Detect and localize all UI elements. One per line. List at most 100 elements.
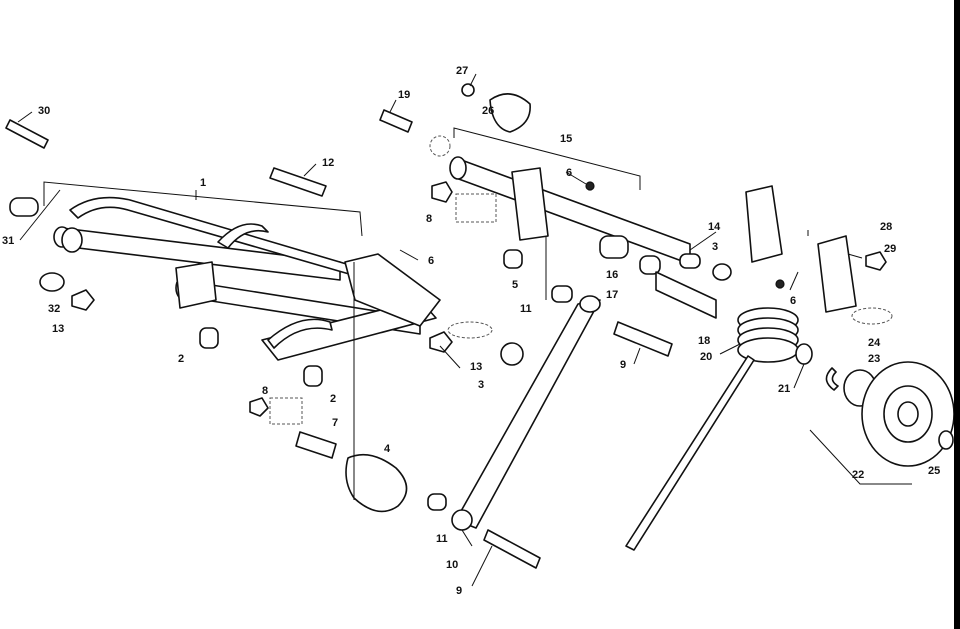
gear-ghost bbox=[429, 135, 451, 157]
rear-arm-assembly bbox=[379, 83, 785, 569]
cap-26 bbox=[489, 93, 531, 133]
leader-9-lower bbox=[471, 545, 493, 587]
callout-27: 27 bbox=[456, 65, 468, 77]
callout-6-left: 6 bbox=[428, 255, 434, 267]
clip-24 bbox=[825, 367, 839, 391]
arm-flange-plate bbox=[175, 261, 217, 309]
callout-9-lower: 9 bbox=[456, 585, 462, 597]
bolt-19 bbox=[379, 109, 413, 133]
callout-8-upper: 8 bbox=[426, 213, 432, 225]
callout-25: 25 bbox=[928, 465, 940, 477]
bracket-1 bbox=[43, 181, 363, 237]
leader-27 bbox=[469, 73, 477, 87]
callout-3-right: 3 bbox=[712, 241, 718, 253]
bracket-22 bbox=[809, 429, 912, 485]
fitting-6-right bbox=[775, 279, 785, 289]
callout-10: 10 bbox=[446, 559, 458, 571]
bracket-28-upper bbox=[745, 185, 783, 263]
callout-19: 19 bbox=[398, 89, 410, 101]
callout-30: 30 bbox=[38, 105, 50, 117]
link-arm-bottom-eye bbox=[451, 509, 473, 531]
bolt-29 bbox=[865, 251, 887, 271]
callout-labels: 1 2 2 3 3 4 5 6 6 6 7 8 8 9 9 10 11 11 1… bbox=[2, 65, 940, 597]
sleeve-7 bbox=[295, 431, 337, 459]
bushing-3-left bbox=[500, 342, 524, 366]
callout-11-upper: 11 bbox=[520, 303, 532, 315]
leader-6-right bbox=[789, 271, 799, 291]
fitting-6-upper bbox=[585, 181, 595, 191]
callout-5: 5 bbox=[512, 279, 518, 291]
washer-32 bbox=[39, 272, 65, 292]
spacer-21 bbox=[795, 343, 813, 365]
leader-6-upper bbox=[565, 171, 587, 185]
callout-2-upper: 2 bbox=[178, 353, 184, 365]
bushing-2-lower bbox=[303, 365, 323, 387]
callout-6-right: 6 bbox=[790, 295, 796, 307]
bolt-30 bbox=[5, 119, 49, 149]
callout-8-lower: 8 bbox=[262, 385, 268, 397]
nut-8-lower bbox=[249, 397, 269, 417]
leader-28 bbox=[847, 253, 863, 259]
nut-8-upper bbox=[431, 181, 453, 203]
shaft-15-end bbox=[449, 156, 467, 180]
idler-wheel-bore bbox=[897, 401, 919, 427]
callout-22: 22 bbox=[852, 469, 864, 481]
bracket-15 bbox=[453, 127, 641, 190]
callout-28: 28 bbox=[880, 221, 892, 233]
spring-leg bbox=[625, 355, 755, 551]
callout-18: 18 bbox=[698, 335, 710, 347]
nut-13-ghost bbox=[447, 321, 493, 339]
callout-24: 24 bbox=[868, 337, 881, 349]
link-arm-top-eye bbox=[579, 295, 601, 313]
callout-1: 1 bbox=[200, 177, 206, 189]
arm-bushing-left bbox=[61, 227, 83, 253]
bushing-2-upper bbox=[199, 327, 219, 349]
callout-31: 31 bbox=[2, 235, 14, 247]
ring-27 bbox=[461, 83, 475, 97]
sleeve-14 bbox=[679, 253, 701, 269]
leader-20 bbox=[719, 343, 741, 355]
bolt-9-upper bbox=[613, 321, 673, 357]
grease-fitting-ghost bbox=[269, 397, 303, 425]
callout-6-upper: 6 bbox=[566, 167, 572, 179]
callout-3-left: 3 bbox=[478, 379, 484, 391]
callout-20: 20 bbox=[700, 351, 712, 363]
shaft-flange bbox=[511, 167, 549, 241]
callout-11-lower: 11 bbox=[436, 533, 448, 545]
spring-wheel-assembly bbox=[625, 185, 955, 551]
shaft-15 bbox=[455, 157, 691, 265]
cam-plate-4 bbox=[345, 453, 408, 513]
bolt-9-lower bbox=[483, 529, 541, 569]
sleeve-18 bbox=[655, 271, 717, 319]
callout-26: 26 bbox=[482, 105, 494, 117]
leader-31 bbox=[19, 189, 61, 241]
sleeve-17 bbox=[639, 255, 661, 275]
callout-17: 17 bbox=[606, 289, 618, 301]
callout-13-right: 13 bbox=[470, 361, 482, 373]
leader-13-right bbox=[439, 345, 461, 369]
callout-32: 32 bbox=[48, 303, 60, 315]
bushing-11-lower bbox=[427, 493, 447, 511]
leader-lines bbox=[17, 73, 912, 587]
bolt-12 bbox=[269, 167, 327, 197]
arm-loop-front bbox=[267, 318, 333, 349]
callout-13-left: 13 bbox=[52, 323, 64, 335]
bushing-3-right bbox=[712, 263, 732, 281]
leader-10 bbox=[461, 529, 473, 547]
snap-ring-25 bbox=[938, 430, 954, 450]
callout-23: 23 bbox=[868, 353, 880, 365]
leader-30 bbox=[17, 111, 33, 123]
nut-13-right bbox=[429, 331, 453, 353]
leader-9-upper bbox=[633, 347, 641, 365]
callout-12: 12 bbox=[322, 157, 334, 169]
callout-4: 4 bbox=[384, 443, 391, 455]
bushing-5 bbox=[503, 249, 523, 269]
arm-front-bracket bbox=[344, 253, 441, 327]
callout-21: 21 bbox=[778, 383, 790, 395]
nut-13-left bbox=[71, 289, 95, 311]
callout-14: 14 bbox=[708, 221, 721, 233]
leader-12 bbox=[303, 163, 317, 177]
leader-6-left bbox=[399, 249, 419, 261]
callout-2-lower: 2 bbox=[330, 393, 336, 405]
link-arm-10 bbox=[455, 299, 601, 529]
